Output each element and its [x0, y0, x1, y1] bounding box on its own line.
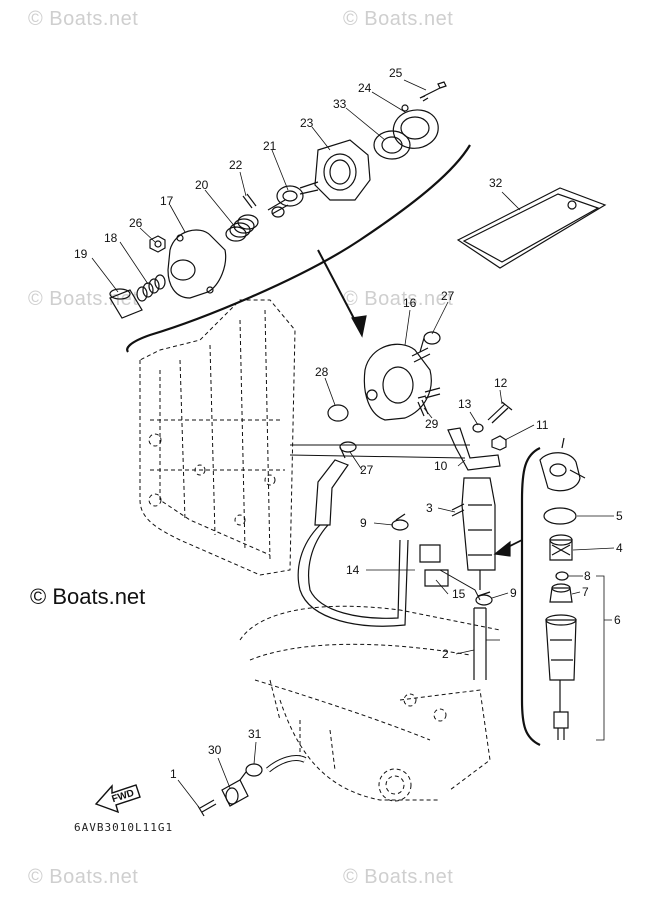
callout-33: 33: [333, 97, 347, 111]
callout-25: 25: [389, 66, 403, 80]
part-plunger-19: [109, 288, 143, 319]
callout-21: 21: [263, 139, 277, 153]
exploded-view-arrow: [317, 249, 361, 331]
callout-8: 8: [584, 569, 591, 583]
callout-2: 2: [442, 647, 449, 661]
part-valve-21: [267, 185, 304, 218]
callout-9b: 9: [510, 586, 517, 600]
callout-5: 5: [616, 509, 623, 523]
part-bowl-6: [545, 614, 577, 740]
part-float-7: [549, 583, 573, 603]
filter-group-bracket: [520, 447, 541, 746]
exploded-view-arrowhead: [351, 315, 367, 338]
part-cover-24: [392, 104, 439, 149]
callout-31: 31: [248, 727, 262, 741]
part-bolt-12: [487, 401, 513, 424]
part-bracket-10: [447, 427, 501, 471]
watermark: © Boats.net: [343, 866, 454, 888]
part-filter-assembly-3: [451, 477, 496, 590]
callout-16: 16: [403, 296, 417, 310]
callout-13: 13: [458, 397, 472, 411]
hose-elbow: [314, 459, 349, 526]
callout-3: 3: [426, 501, 433, 515]
callout-20: 20: [195, 178, 209, 192]
callout-14: 14: [346, 563, 360, 577]
callout-10: 10: [434, 459, 448, 473]
callout-1: 1: [170, 767, 177, 781]
callout-17: 17: [160, 194, 174, 208]
callout-26: 26: [129, 216, 143, 230]
part-oring-28: [327, 404, 349, 422]
callout-28: 28: [315, 365, 329, 379]
callout-30: 30: [208, 743, 222, 757]
callout-18: 18: [104, 231, 118, 245]
filter-group-arrowhead: [493, 540, 511, 557]
part-fuel-pump-16: [363, 343, 441, 421]
lower-casing: [239, 605, 501, 802]
callout-23: 23: [300, 116, 314, 130]
part-bolt-1: [197, 799, 217, 817]
exploded-view-bracket: [126, 144, 471, 353]
callout-9: 9: [360, 516, 367, 530]
part-fitting-30: [221, 779, 249, 807]
callout-4: 4: [616, 541, 623, 555]
brand-label: © Boats.net: [30, 584, 146, 609]
fuel-line-pipe: [289, 444, 470, 459]
leader-lines: [91, 79, 615, 807]
watermark: © Boats.net: [28, 866, 139, 888]
fuel-hose-main: [297, 524, 409, 627]
part-clip-27a: [419, 331, 441, 353]
callout-24: 24: [358, 81, 372, 95]
part-clamp-9b: [475, 591, 493, 606]
fuel-hose-inner: [307, 524, 401, 619]
watermark: © Boats.net: [343, 8, 454, 30]
callouts: 25 24 33 23 21 22 20 17 26 18 19 32 16 2…: [74, 66, 623, 781]
callout-7: 7: [582, 585, 589, 599]
part-housing-17: [167, 229, 227, 299]
callout-19: 19: [74, 247, 88, 261]
part-spring-18: [136, 274, 166, 302]
part-clip-31: [239, 763, 263, 781]
watermark: © Boats.net: [343, 288, 454, 310]
callout-32: 32: [489, 176, 503, 190]
part-pipe-2: [473, 607, 487, 680]
part-label-32: [456, 187, 607, 269]
engine-block: [139, 299, 296, 576]
callout-6: 6: [614, 613, 621, 627]
callout-29: 29: [425, 417, 439, 431]
callout-12: 12: [494, 376, 508, 390]
diagram-code: 6AVB3010L11G1: [74, 821, 174, 834]
part-clip-27b: [339, 441, 357, 459]
part-pump-body-23: [299, 139, 371, 201]
part-nut-11: [491, 435, 507, 451]
callout-27b: 27: [360, 463, 374, 477]
part-screw-25: [419, 81, 447, 102]
part-spring-20: [225, 214, 259, 242]
part-element-4: [549, 534, 573, 561]
part-filter-head: [539, 437, 586, 492]
callout-11: 11: [536, 418, 549, 432]
watermark: © Boats.net: [28, 8, 139, 30]
part-diaphragm-33: [373, 130, 411, 160]
part-ring-8: [555, 571, 569, 581]
fwd-arrow: FWD: [94, 784, 141, 814]
callout-27: 27: [441, 289, 455, 303]
part-nut-26: [149, 235, 166, 253]
part-oring-5: [543, 507, 577, 525]
part-pin-22: [242, 193, 257, 209]
part-clamp-9a: [391, 513, 409, 531]
callout-15: 15: [452, 587, 466, 601]
callout-22: 22: [229, 158, 243, 172]
part-washer-13: [472, 423, 484, 433]
part-connector-15: [419, 544, 449, 587]
